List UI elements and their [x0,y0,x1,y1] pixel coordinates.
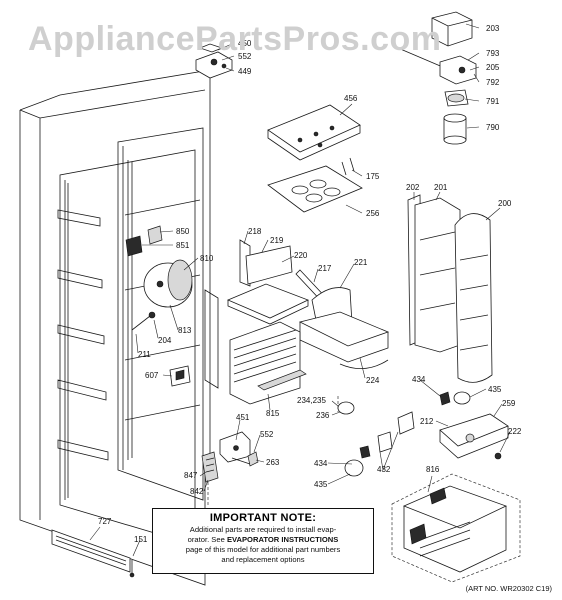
part-label-256[interactable]: 256 [366,209,380,218]
leader-lines [89,23,511,557]
part-label-813[interactable]: 813 [178,326,192,335]
part-label-434-lower[interactable]: 434 [314,459,328,468]
part-label-435-lower[interactable]: 435 [314,480,328,489]
water-filter-assembly-drawing [397,11,477,145]
part-label-236[interactable]: 236 [316,411,330,420]
part-label-607[interactable]: 607 [145,371,159,380]
part-label-815[interactable]: 815 [266,409,280,418]
door-liner-panels-drawing [407,194,493,383]
part-label-850[interactable]: 850 [176,227,190,236]
part-label-263[interactable]: 263 [266,458,280,467]
note-body: Additional parts are required to install… [153,525,373,565]
part-label-224[interactable]: 224 [366,376,380,385]
note-line-2-prefix: orator. See [187,535,227,544]
part-label-219[interactable]: 219 [270,236,284,245]
part-label-200[interactable]: 200 [498,199,512,208]
note-evaporator-instructions: EVAPORATOR INSTRUCTIONS [226,535,339,544]
part-label-552-bottom[interactable]: 552 [260,430,274,439]
part-label-792[interactable]: 792 [486,78,500,87]
part-label-847[interactable]: 847 [184,471,198,480]
evaporator-drawing [204,289,307,405]
note-line-4: and replacement options [221,555,305,564]
center-parts-drawing [226,239,390,369]
part-label-851[interactable]: 851 [176,241,190,250]
part-label-234-235[interactable]: 234,235 [297,396,326,405]
lamp-components-drawing [337,391,509,477]
bottom-hinge-drawing [201,431,259,505]
part-label-793[interactable]: 793 [486,49,500,58]
part-label-202[interactable]: 202 [406,183,420,192]
part-label-450[interactable]: 450 [238,39,252,48]
important-note-box: IMPORTANT NOTE: Additional parts are req… [152,508,374,574]
part-label-434-upper[interactable]: 434 [412,375,426,384]
part-label-201[interactable]: 201 [434,183,448,192]
part-label-222[interactable]: 222 [508,427,522,436]
left-components-drawing [125,225,193,387]
part-label-218[interactable]: 218 [248,227,262,236]
watermark: AppliancePartsPros.com [28,20,441,58]
cover-panel-drawing [267,104,363,213]
part-label-456[interactable]: 456 [344,94,358,103]
part-label-810[interactable]: 810 [200,254,214,263]
part-label-435-upper[interactable]: 435 [488,385,502,394]
part-number-labels: 203 793 205 792 791 790 450 552 449 456 … [98,24,522,544]
art-number: (ART NO. WR20302 C19) [465,584,552,593]
part-label-259[interactable]: 259 [502,399,516,408]
part-label-151[interactable]: 151 [134,535,148,544]
part-label-205[interactable]: 205 [486,63,500,72]
part-label-203[interactable]: 203 [486,24,500,33]
note-line-1: Additional parts are required to install… [189,525,337,534]
part-label-842[interactable]: 842 [190,487,204,496]
note-title: IMPORTANT NOTE: [209,512,317,524]
part-label-175[interactable]: 175 [366,172,380,181]
part-label-204[interactable]: 204 [158,336,172,345]
part-label-816[interactable]: 816 [426,465,440,474]
part-label-790[interactable]: 790 [486,123,500,132]
part-label-791[interactable]: 791 [486,97,500,106]
part-label-211[interactable]: 211 [138,350,151,359]
part-label-451[interactable]: 451 [236,413,250,422]
part-label-552-top[interactable]: 552 [238,52,252,61]
part-label-432[interactable]: 432 [377,465,391,474]
part-label-217[interactable]: 217 [318,264,332,273]
part-label-449[interactable]: 449 [238,67,252,76]
part-label-221[interactable]: 221 [354,258,368,267]
note-line-3: page of this model for additional part n… [185,545,341,554]
dispenser-module-drawing [391,473,521,583]
part-label-727[interactable]: 727 [98,517,112,526]
refrigerator-case-drawing [19,43,233,586]
part-label-220[interactable]: 220 [294,251,308,260]
part-label-212[interactable]: 212 [420,417,434,426]
